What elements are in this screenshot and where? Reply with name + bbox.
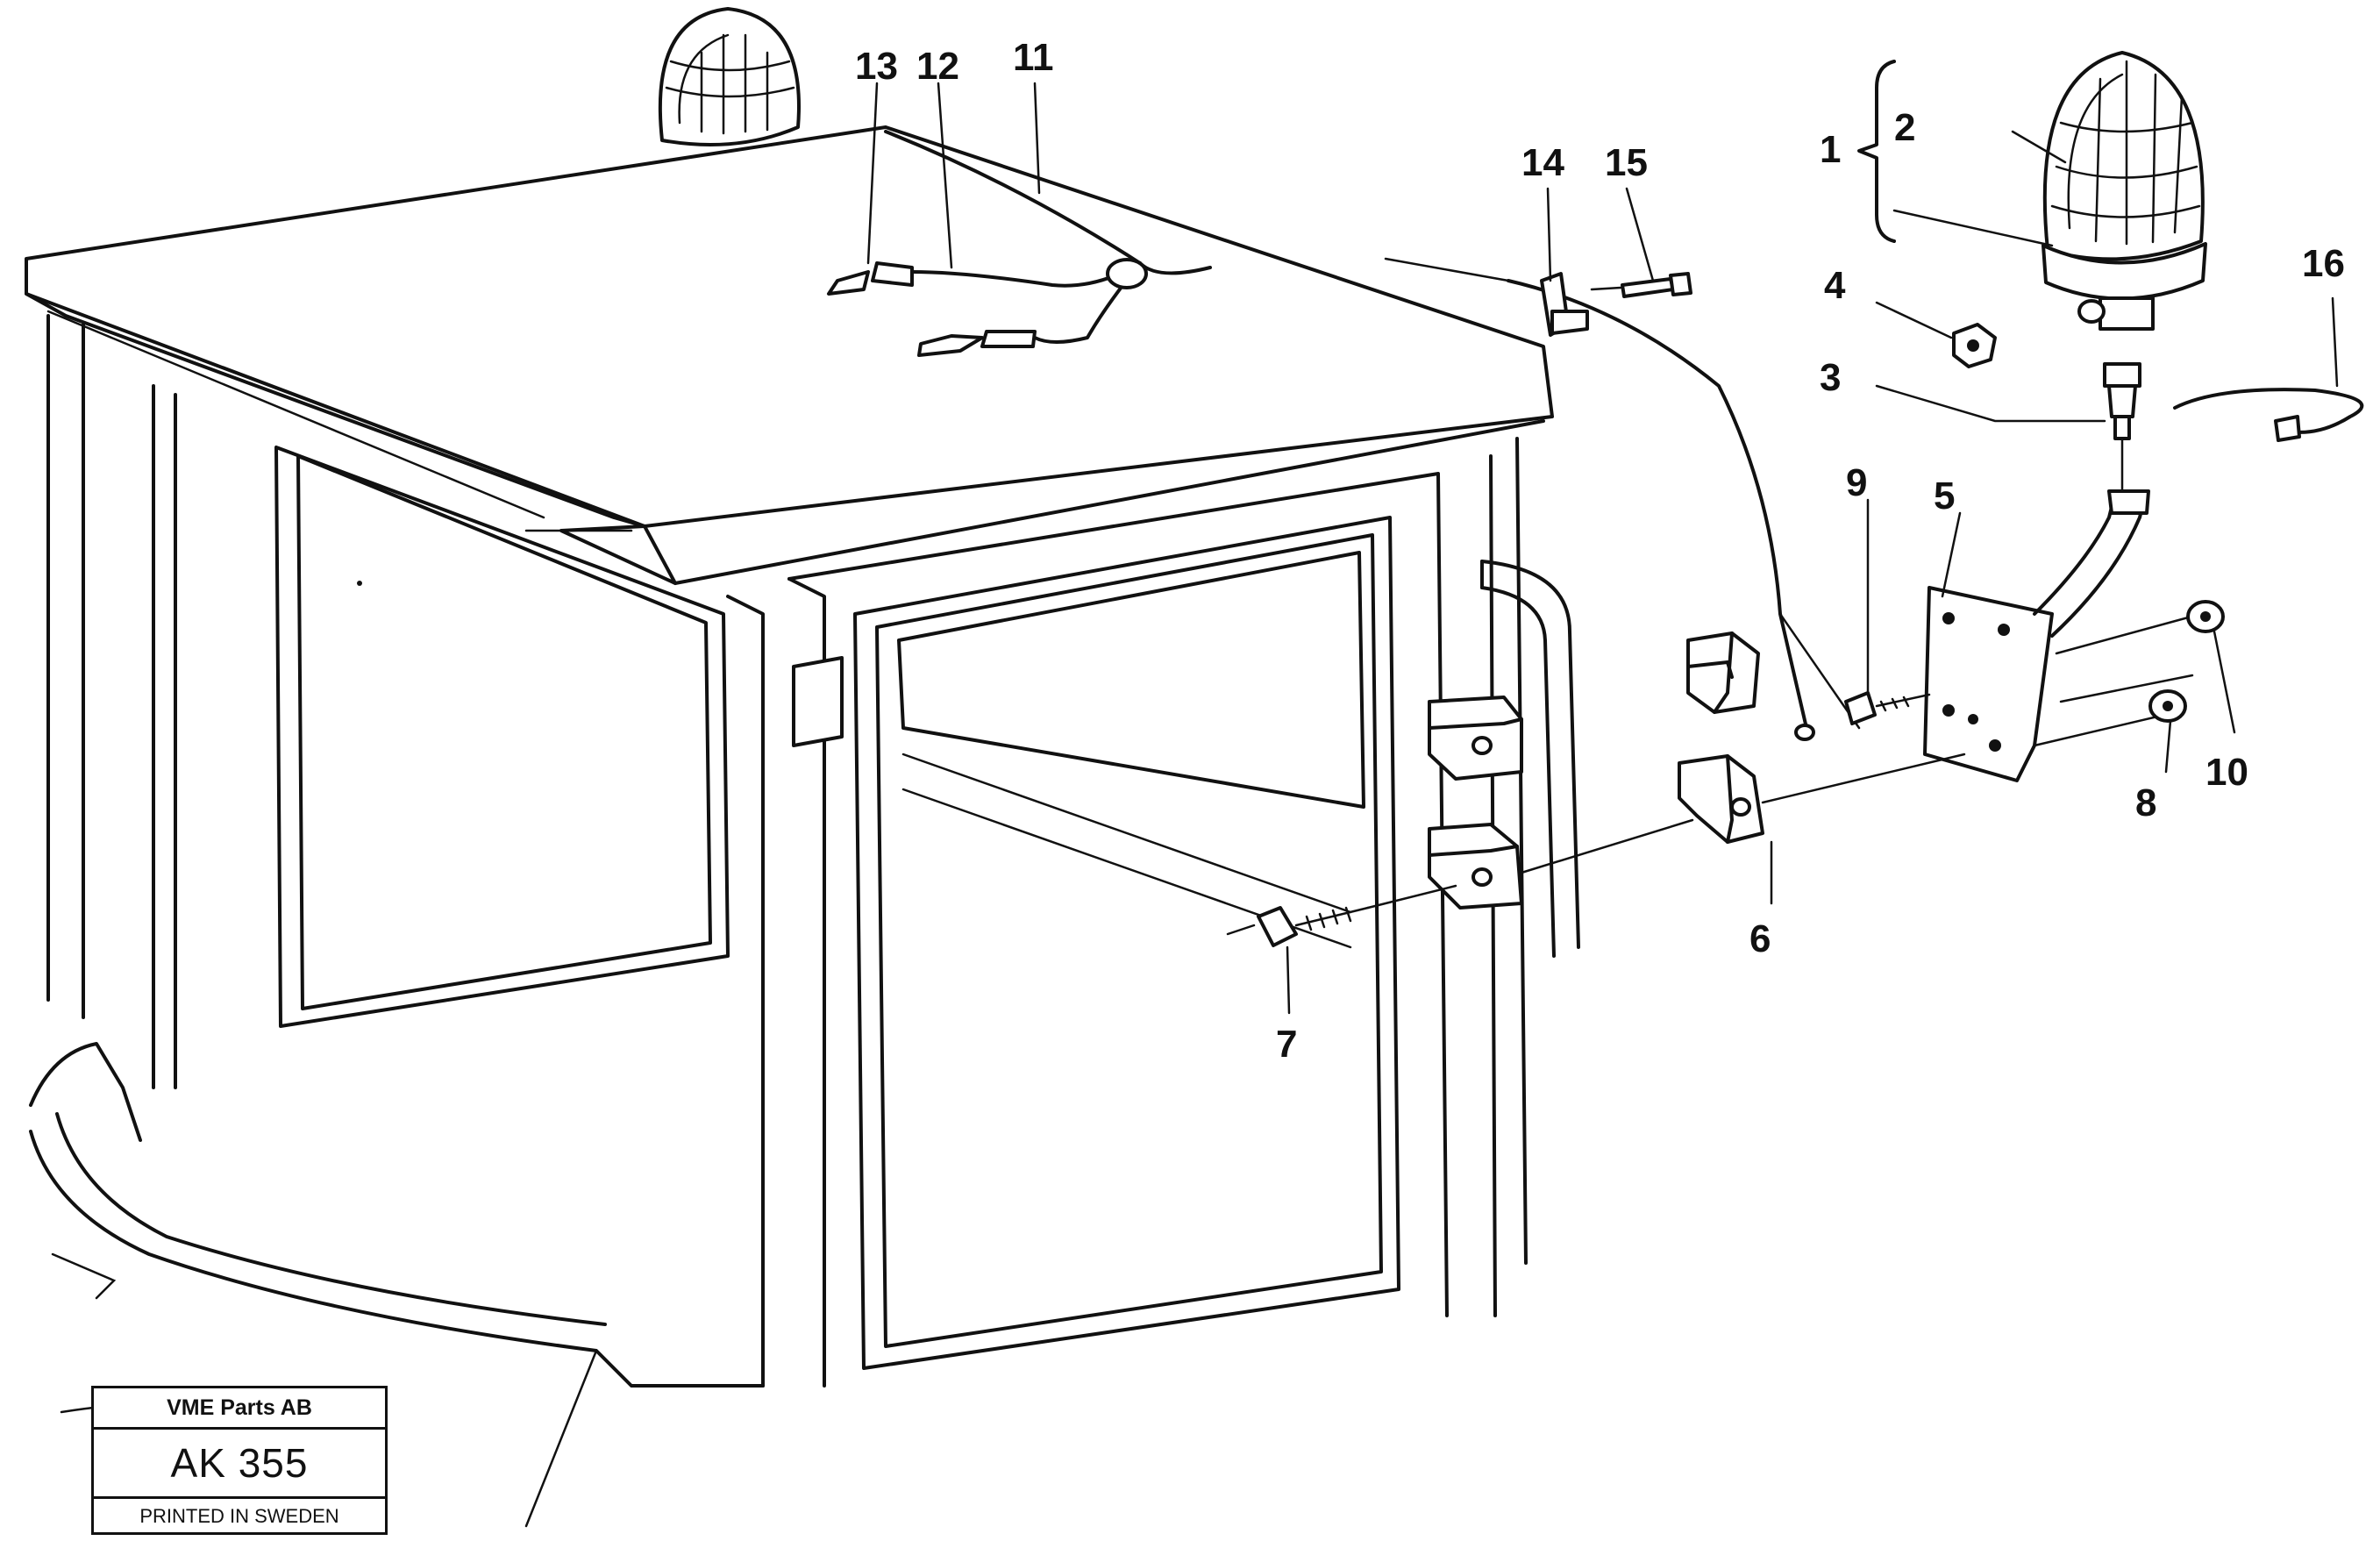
cable-harness [827,130,1212,357]
roof-beacon [658,7,801,146]
grab-handle [1480,560,1580,958]
assembly-line-lower [1520,818,1694,874]
assembly-line-bracket [1761,753,1966,804]
callout-4: 4 [1824,264,1846,307]
callout-numbers: 13 12 11 14 15 1 2 4 3 16 9 5 10 8 6 7 [855,36,2345,1066]
screw [1844,691,1931,725]
cab-body [29,314,1528,1528]
stamp-code: AK 355 [94,1430,385,1499]
callout-11: 11 [1013,36,1054,79]
clamp-upper-right [1686,631,1760,714]
callout-7: 7 [1276,1023,1297,1066]
callout-6: 6 [1749,917,1771,960]
title-stamp: VME Parts AB AK 355 PRINTED IN SWEDEN [91,1386,388,1535]
mounting-socket [2103,362,2141,493]
callout-3: 3 [1820,356,1841,399]
cab-roof [25,125,1554,585]
lock-nut [2148,600,2225,723]
callout-1: 1 [1820,128,1841,171]
leader-lines [866,82,2339,1015]
cable-tie [2173,388,2364,442]
callout-9: 9 [1846,461,1867,504]
cab-door [792,516,1400,1370]
nut [1952,323,1997,368]
stamp-company: VME Parts AB [94,1388,385,1430]
callout-8: 8 [2135,781,2156,824]
callout-16: 16 [2302,242,2345,285]
clip-and-cable [1384,257,1861,741]
clamp-lower-right [1678,754,1764,844]
callout-13: 13 [855,45,898,88]
mounting-bracket [1923,489,2203,782]
callout-14: 14 [1521,141,1564,184]
callout-2: 2 [1894,106,1915,149]
speck [357,581,362,586]
beacon-assembly [1857,51,2207,331]
clamp-upper-left [1428,696,1523,781]
callout-5: 5 [1934,474,1955,517]
callout-12: 12 [916,45,959,88]
stamp-printed: PRINTED IN SWEDEN [139,1505,339,1527]
bolt [1226,884,1457,947]
callout-15: 15 [1605,141,1648,184]
callout-10: 10 [2205,751,2248,794]
